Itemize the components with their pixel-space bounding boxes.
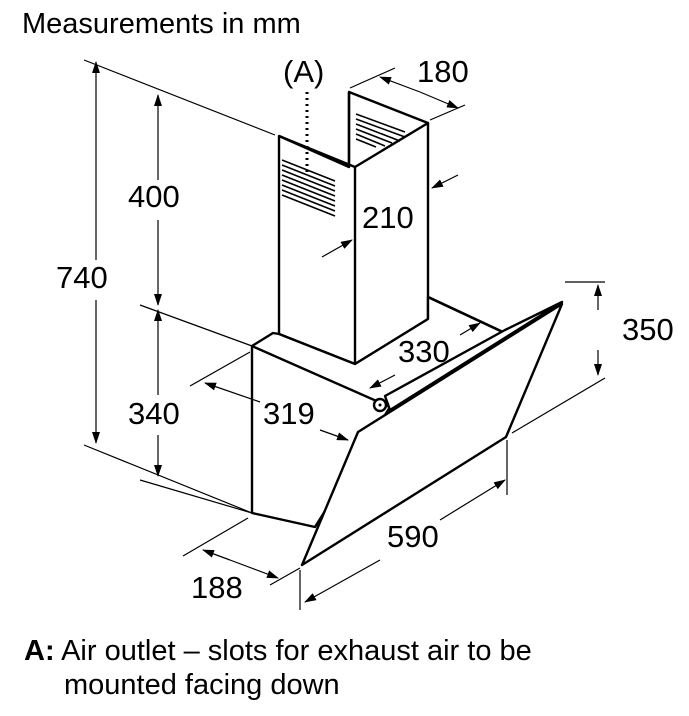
dim-188: 188 [191,570,243,605]
dim-350: 350 [622,312,674,347]
dimension-labels: (A) 740 400 340 180 210 330 319 350 590 … [56,54,674,605]
dim-319: 319 [263,396,315,431]
legend-text-1: Air outlet – slots for exhaust air to be [61,635,532,667]
air-outlet-slots [281,113,406,217]
dimension-lines [92,61,602,603]
dim-400: 400 [128,179,180,214]
marker-a: (A) [283,54,324,89]
legend-key: A: [24,635,55,667]
dim-210: 210 [362,200,414,235]
dim-180: 180 [417,54,469,89]
legend-text-2: mounted facing down [64,669,340,701]
diagram-title: Measurements in mm [22,8,301,40]
dim-740: 740 [56,260,108,295]
dim-590: 590 [387,519,439,554]
glass-panel [300,300,564,567]
dim-330: 330 [398,334,450,369]
dim-340: 340 [128,396,180,431]
chimney [277,90,430,366]
legend: A: Air outlet – slots for exhaust air to… [24,634,532,702]
